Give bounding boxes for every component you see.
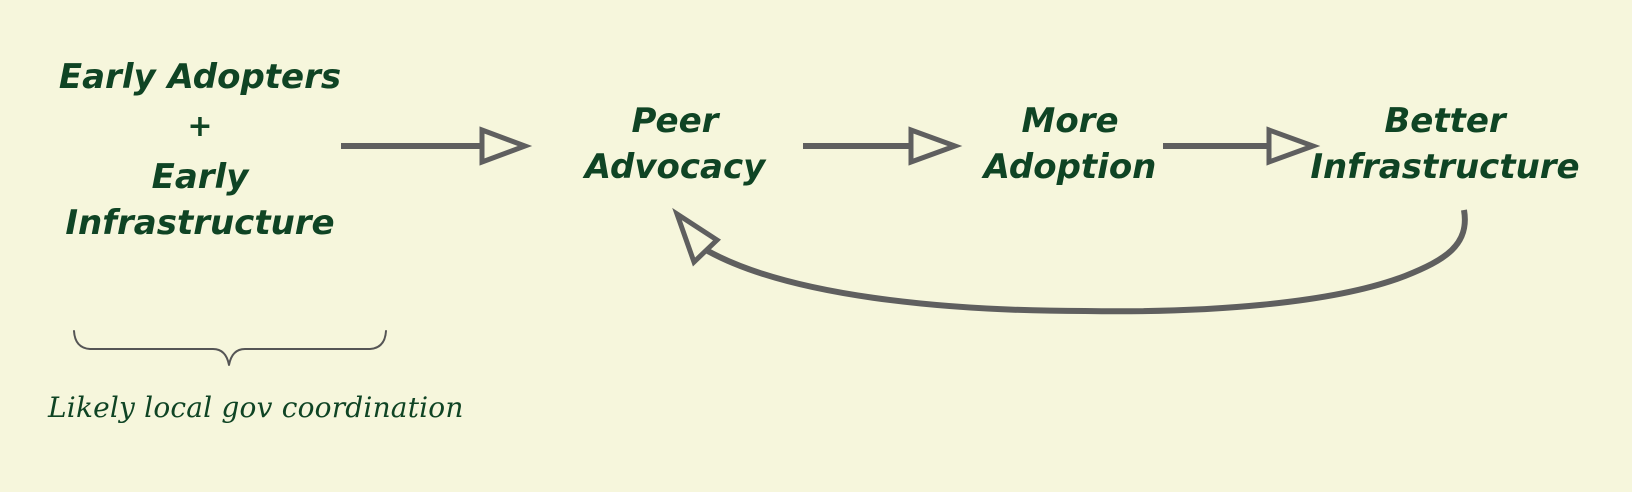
arrowhead-origin-to-peer-advocacy (479, 126, 533, 166)
node-better-infrastructure-line1: Better (1384, 101, 1506, 141)
node-better-infrastructure-line2: Infrastructure (1310, 147, 1580, 187)
node-more-adoption-line2: Adoption (983, 147, 1157, 187)
feedback-loop-arrowhead (672, 207, 722, 267)
feedback-loop-arrow (704, 209, 1468, 315)
node-peer-advocacy: Peer Advocacy (555, 98, 795, 190)
origin-label-infrastructure: Infrastructure (65, 203, 335, 243)
node-more-adoption-line1: More (1021, 101, 1119, 141)
node-better-infrastructure: Better Infrastructure (1290, 98, 1600, 190)
origin-label-early-adopters: Early Adopters (58, 57, 342, 97)
origin-brace (73, 330, 387, 366)
origin-group: Early Adopters + Early Infrastructure (40, 54, 360, 246)
node-more-adoption: More Adoption (950, 98, 1190, 190)
arrowhead-peer-advocacy-to-more-adoption (908, 126, 963, 166)
arrowhead-more-adoption-to-better-infrastructure (1266, 126, 1321, 166)
coordination-note: Likely local gov coordination (48, 391, 464, 424)
node-peer-advocacy-line2: Advocacy (584, 147, 766, 187)
origin-label-early: Early (151, 157, 249, 197)
origin-plus-sign: + (187, 109, 213, 144)
node-peer-advocacy-line1: Peer (631, 101, 719, 141)
